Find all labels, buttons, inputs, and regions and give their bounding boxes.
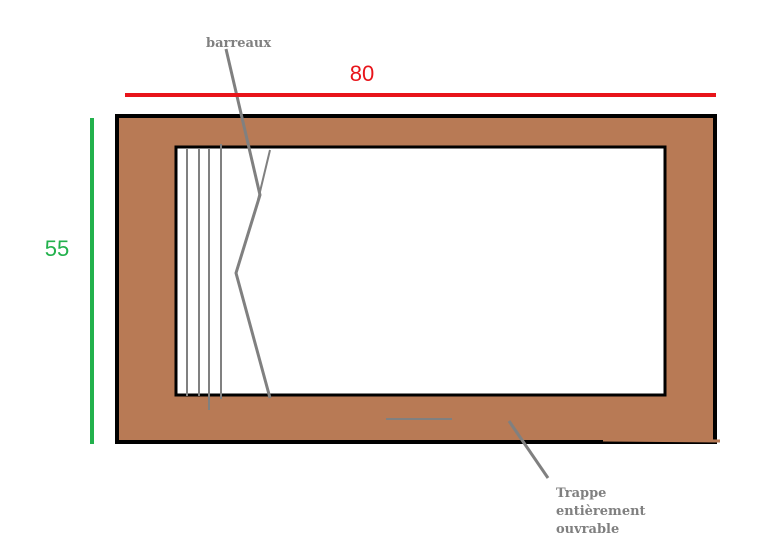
height-dimension-label: 55 — [45, 236, 69, 261]
bars-label: barreaux — [206, 36, 271, 51]
width-dimension-label: 80 — [350, 61, 374, 86]
bars-pointer — [224, 48, 272, 399]
bars-pointer-branch — [257, 149, 271, 201]
inner-opening — [174, 145, 667, 397]
hatch-label-line-2: entièrement — [556, 504, 646, 519]
frame-scribble — [602, 438, 721, 443]
bars-group — [186, 144, 222, 410]
hatch-label-line-1: Trappe — [556, 486, 606, 501]
hatch-label-line-3: ouvrable — [556, 522, 619, 537]
hatch-pointer — [507, 420, 550, 479]
